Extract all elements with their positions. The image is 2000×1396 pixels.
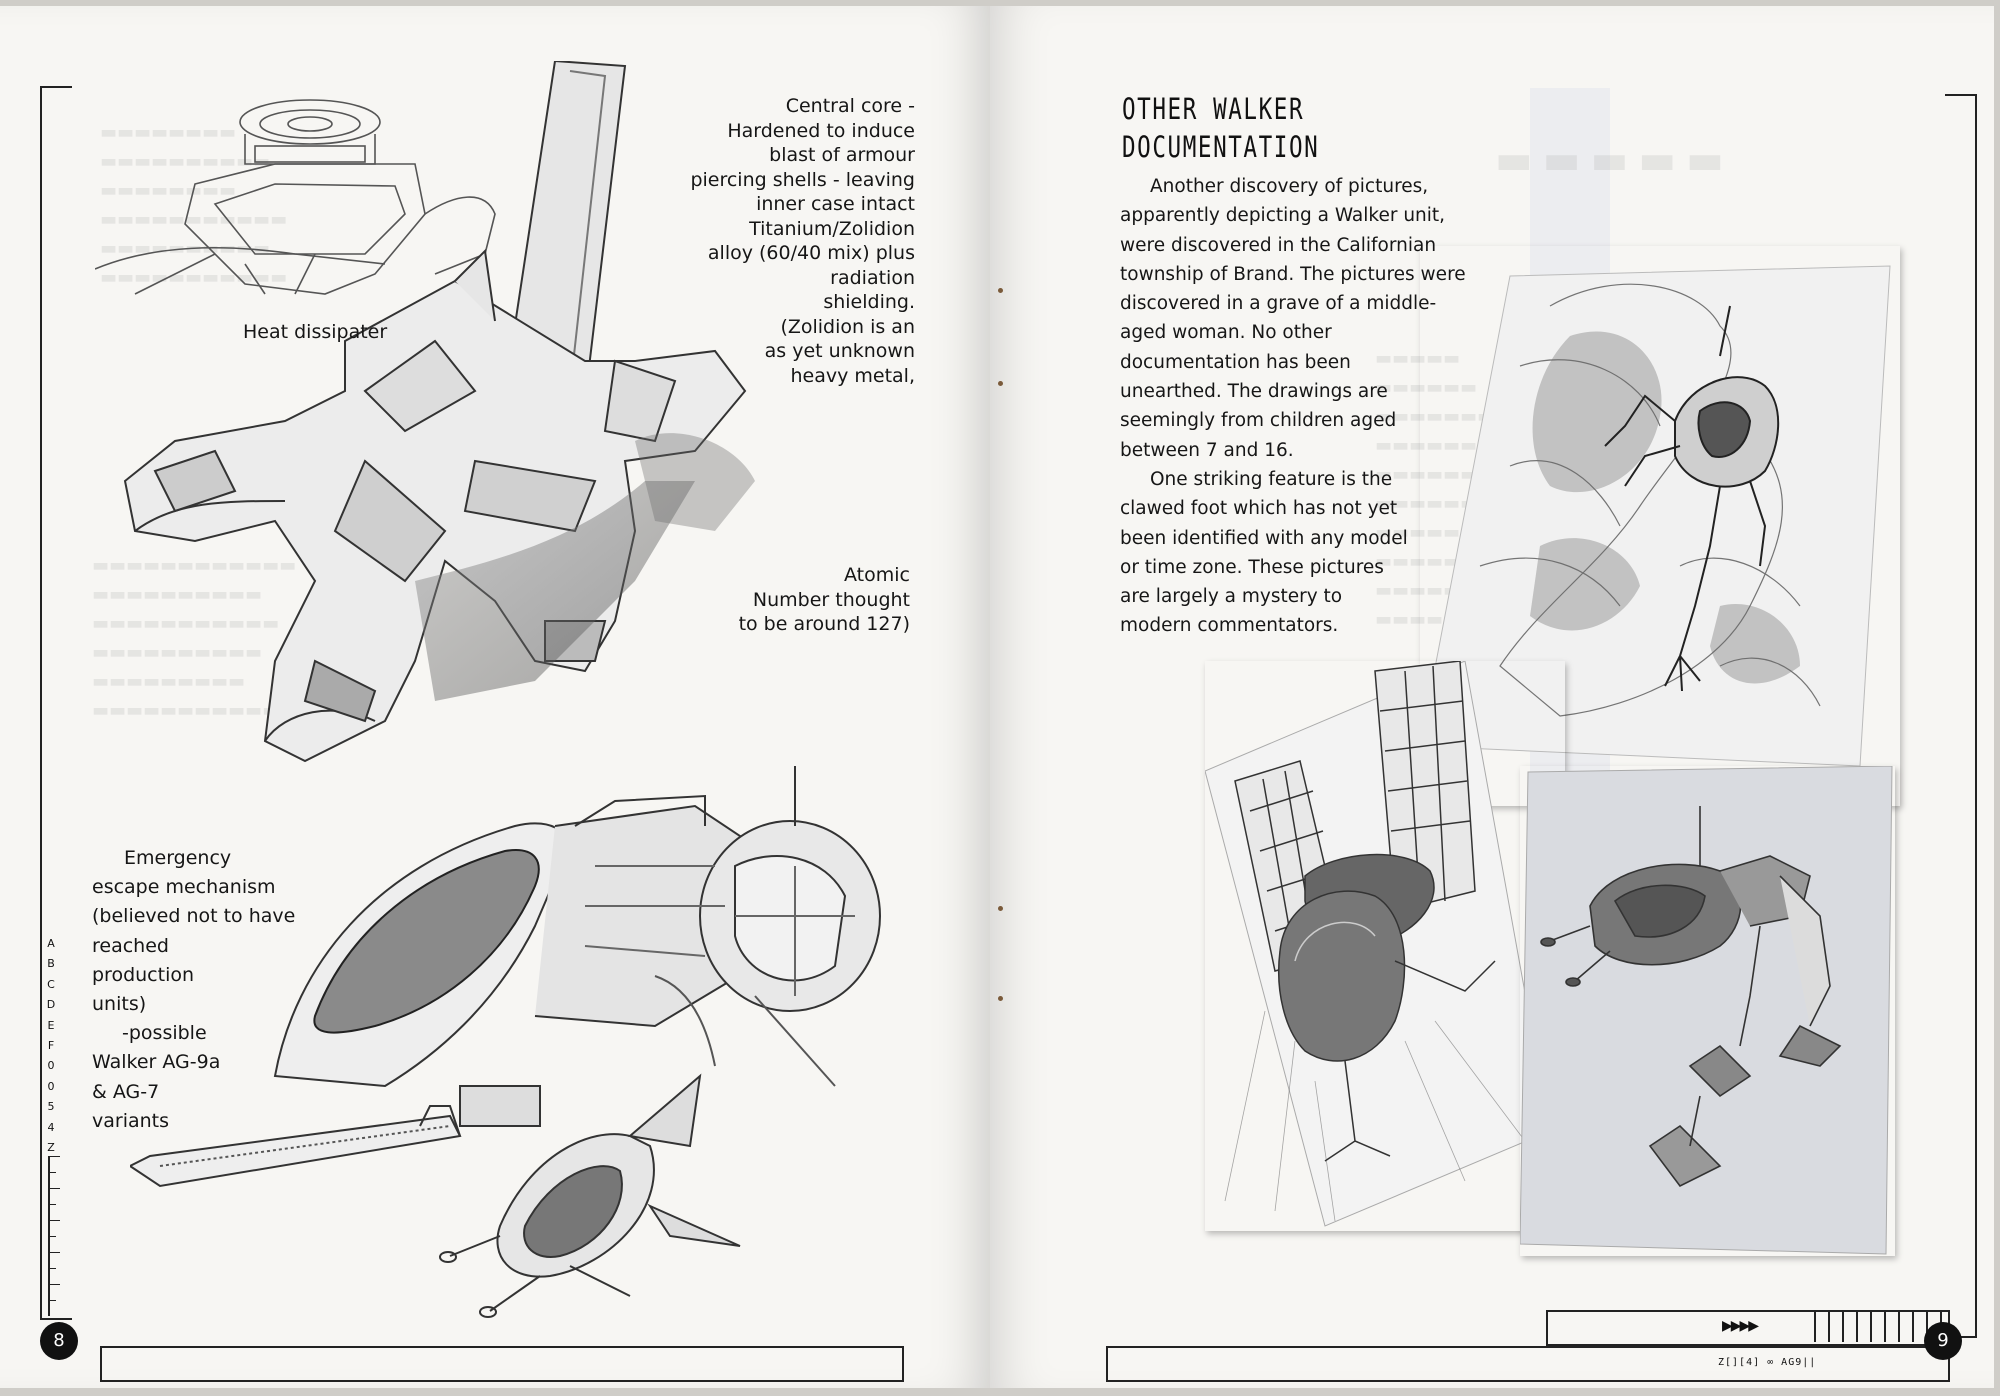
escape-mechanism-sketch [273,766,881,1088]
margin-letter: D [46,998,56,1012]
margin-letter: F [47,1039,55,1053]
margin-letter: E [47,1018,55,1032]
body-paragraph: Another discovery of pictures, apparentl… [1120,176,1466,637]
page-heading: OTHER WALKER DOCUMENTATION [1122,92,1320,164]
margin-letter: Z [47,1141,55,1155]
show-through-text: ▬▬▬▬▬ [1495,137,1734,183]
margin-letter: 0 [47,1079,55,1093]
margin-ruler [48,1156,64,1316]
left-footer-box [100,1346,904,1382]
right-frame-bar [1945,94,1977,1338]
margin-letter-column: A B C D E F 0 0 5 4 Z [44,934,58,1158]
atomic-number-label: Atomic Number thought to be around 127) [738,564,910,635]
margin-letter: A [47,937,55,950]
left-frame-bar [40,86,72,1320]
emergency-escape-label: Emergency escape mechanism (believed not… [92,847,296,1132]
staple-hole [998,996,1003,1001]
left-page: ▬▬▬▬▬▬▬▬▬▬▬▬▬▬▬▬▬▬▬▬▬▬▬▬▬▬▬▬▬▬▬▬▬▬▬▬▬▬▬▬… [0,6,991,1388]
footer-tick-strip [1802,1312,1942,1342]
show-through-text: ▬▬▬▬▬▬▬▬▬▬▬▬▬▬▬▬▬▬▬▬▬▬▬▬▬▬▬▬▬▬▬▬▬▬▬▬▬▬▬▬… [92,555,297,721]
central-core-label: Central core - Hardened to induce blast … [690,95,915,387]
margin-letter: 0 [47,1059,55,1073]
margin-letter: C [47,977,55,991]
staple-hole [998,906,1003,911]
footer-code: Z[][4] ∞ AG9|| [1718,1357,1817,1368]
central-core-sketch [123,61,755,763]
staple-hole [998,381,1003,386]
right-footer-box [1106,1346,1950,1382]
show-through-text: ▬▬▬▬▬▬▬▬▬▬▬▬▬▬▬▬▬▬▬▬▬▬▬▬▬▬▬▬▬▬▬▬▬▬▬▬▬▬▬▬… [100,122,288,288]
walker-drawing-panels [1205,661,1551,1227]
walker-drawing-grey [1520,766,1893,1255]
heat-dissipater-label: Heat dissipater [243,321,388,343]
walker-drawing-rocks [1420,265,1891,767]
right-page: ▬▬▬▬▬ ▬▬▬▬▬▬▬▬▬▬▬▬▬▬▬▬▬▬▬▬▬▬▬▬▬▬▬▬▬▬▬▬▬▬… [990,6,1994,1388]
heat-dissipater-sketch [95,99,496,295]
page-number-badge: 9 [1924,1322,1962,1360]
margin-letter: 4 [47,1120,55,1134]
margin-letter: B [47,957,55,971]
page-number-badge: 8 [40,1322,78,1360]
staple-hole [998,288,1003,293]
small-ship-sketch [130,1073,741,1318]
margin-letter: 5 [47,1100,55,1114]
arrow-marker-icon: ▶▶▶▶ [1722,1318,1759,1334]
